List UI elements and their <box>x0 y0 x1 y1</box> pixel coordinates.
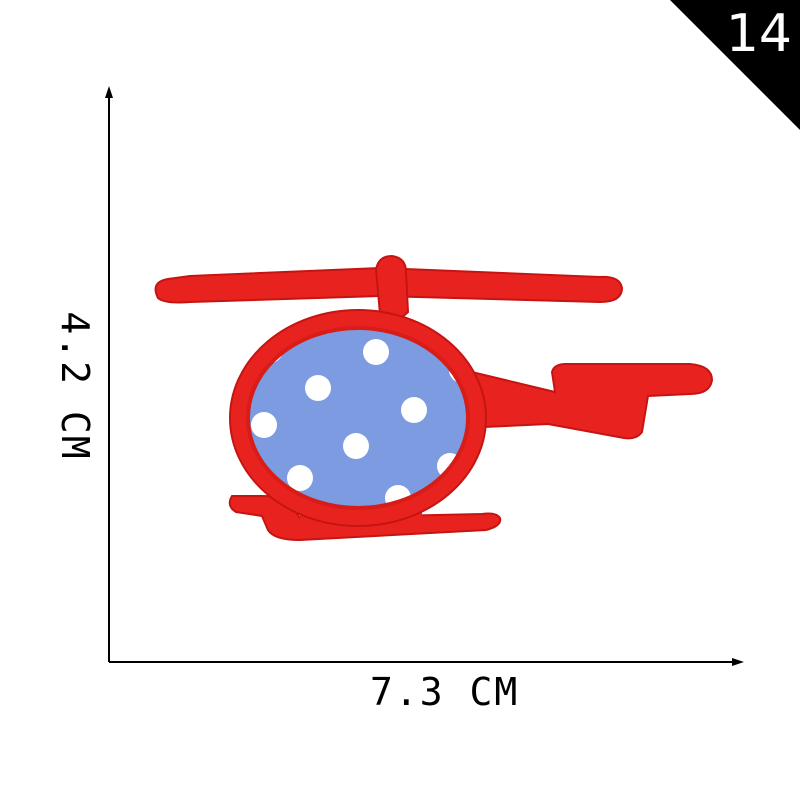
vertical-axis-arrowhead <box>105 86 113 98</box>
cabin-window <box>248 328 468 508</box>
helicopter-patch-image <box>154 254 714 542</box>
badge-number: 14 <box>725 4 792 64</box>
corner-triangle <box>670 0 800 130</box>
rotor-hub <box>374 254 410 321</box>
width-dimension-label: 7.3 CM <box>370 670 520 714</box>
corner-number-badge: 14 <box>660 0 800 140</box>
height-dimension-label: 4.2 CM <box>53 311 97 461</box>
window-polka-dots <box>251 337 468 508</box>
tail-boom <box>453 363 714 440</box>
dimension-axes <box>105 86 744 666</box>
window-stitch-edge <box>246 326 470 510</box>
horizontal-axis-arrowhead <box>732 658 744 666</box>
